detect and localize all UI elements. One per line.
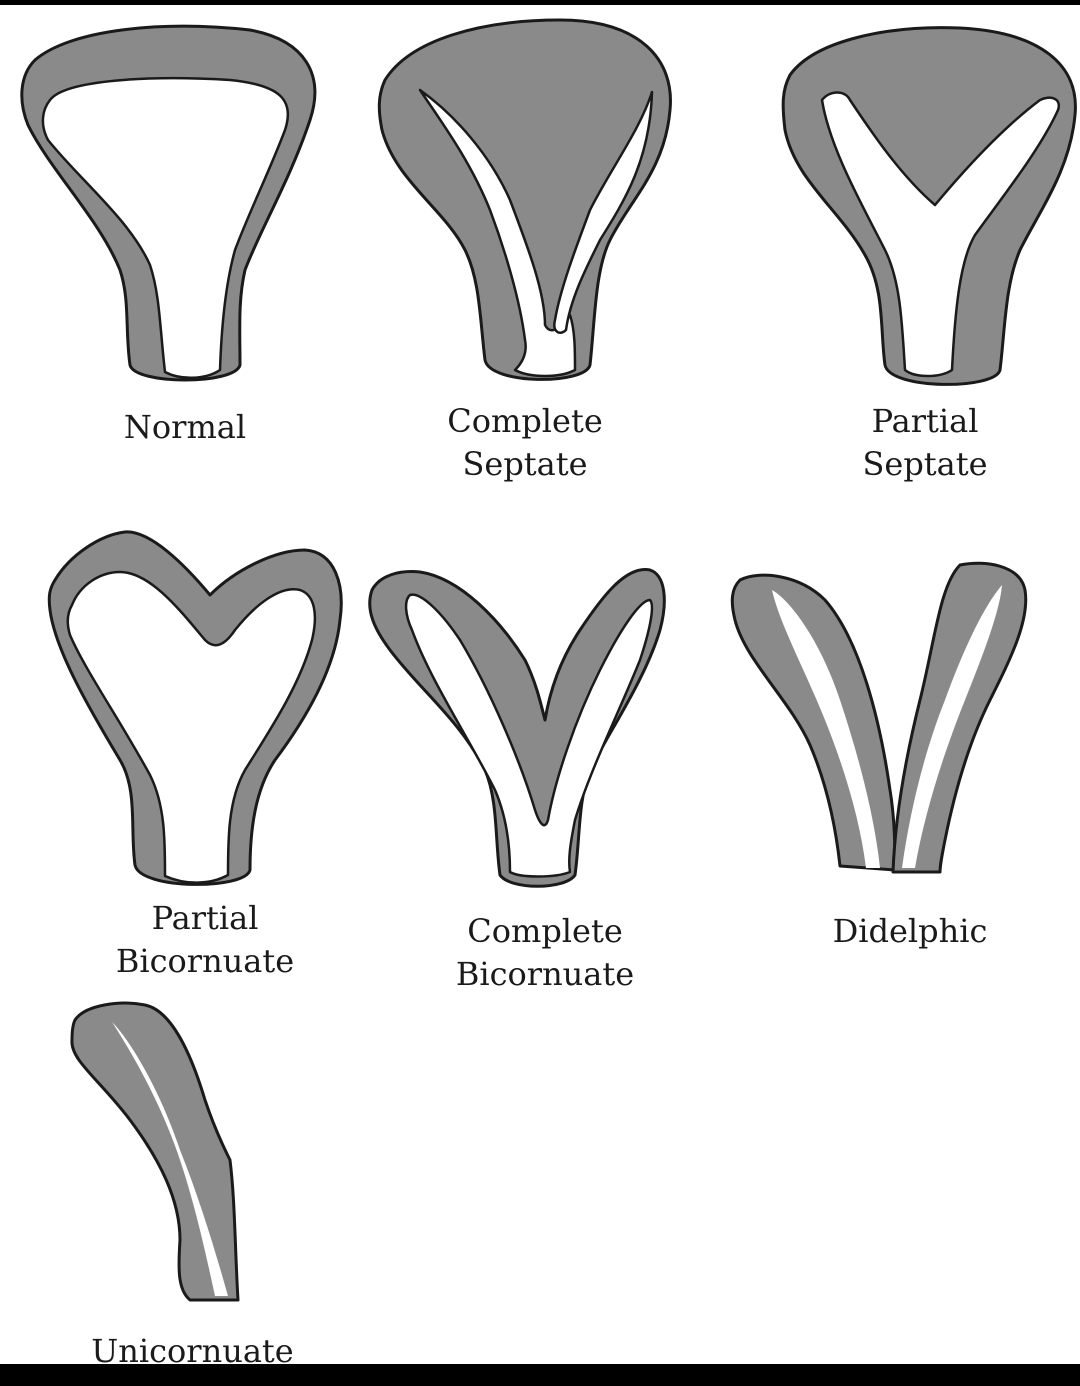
label-complete-bicornuate: Complete Bicornuate bbox=[440, 910, 650, 996]
label-partial-septate-line-1: Partial bbox=[871, 402, 979, 440]
label-partial-bicornuate-line-1: Partial bbox=[151, 899, 259, 937]
label-didelphic: Didelphic bbox=[815, 910, 1005, 953]
didelphic-uterus-figure bbox=[730, 561, 1028, 874]
label-partial-septate-line-2: Septate bbox=[862, 445, 988, 483]
label-complete-septate-line-2: Septate bbox=[462, 445, 588, 483]
label-unicornuate-line-1: Unicornuate bbox=[91, 1332, 294, 1370]
frame-bottom-border bbox=[0, 1364, 1080, 1386]
normal-uterus-figure bbox=[20, 24, 317, 382]
label-partial-bicornuate-line-2: Bicornuate bbox=[115, 942, 295, 980]
complete-septate-uterus-figure bbox=[377, 18, 672, 381]
label-complete-bicornuate-line-1: Complete bbox=[467, 912, 623, 950]
complete-bicornuate-uterus-figure bbox=[368, 568, 666, 888]
unicornuate-uterus-figure bbox=[70, 1001, 240, 1302]
label-partial-bicornuate: Partial Bicornuate bbox=[100, 897, 310, 983]
label-complete-septate-line-1: Complete bbox=[447, 402, 603, 440]
label-unicornuate: Unicornuate bbox=[85, 1330, 300, 1373]
label-partial-septate: Partial Septate bbox=[835, 400, 1015, 486]
label-normal: Normal bbox=[95, 406, 275, 449]
label-complete-bicornuate-line-2: Bicornuate bbox=[455, 955, 635, 993]
partial-septate-uterus-figure bbox=[781, 26, 1077, 386]
label-didelphic-line-1: Didelphic bbox=[832, 912, 988, 950]
partial-bicornuate-uterus-figure bbox=[47, 530, 343, 886]
frame-top-border bbox=[0, 0, 1080, 5]
label-normal-line-1: Normal bbox=[123, 408, 247, 446]
label-complete-septate: Complete Septate bbox=[430, 400, 620, 486]
